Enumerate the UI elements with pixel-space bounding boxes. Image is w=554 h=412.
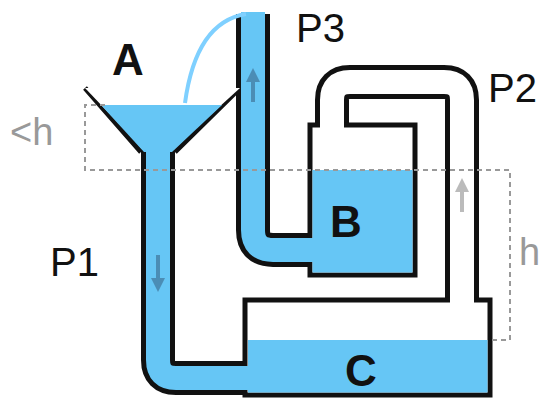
pipe-p1 <box>158 148 252 378</box>
part-label: <h <box>10 112 53 154</box>
part-label: P2 <box>488 66 537 110</box>
part-label: P3 <box>296 6 345 50</box>
water-b <box>313 170 413 273</box>
part-label: h <box>519 232 540 274</box>
funnel-water <box>101 105 222 152</box>
height-marker <box>85 105 510 340</box>
funnel <box>85 88 240 152</box>
chamber-b <box>310 125 415 275</box>
part-label: P1 <box>50 240 99 284</box>
part-label: C <box>345 347 377 395</box>
part-label: B <box>330 198 362 246</box>
water-jet <box>185 14 246 103</box>
part-label: A <box>112 36 144 84</box>
flow-arrows <box>151 68 469 292</box>
